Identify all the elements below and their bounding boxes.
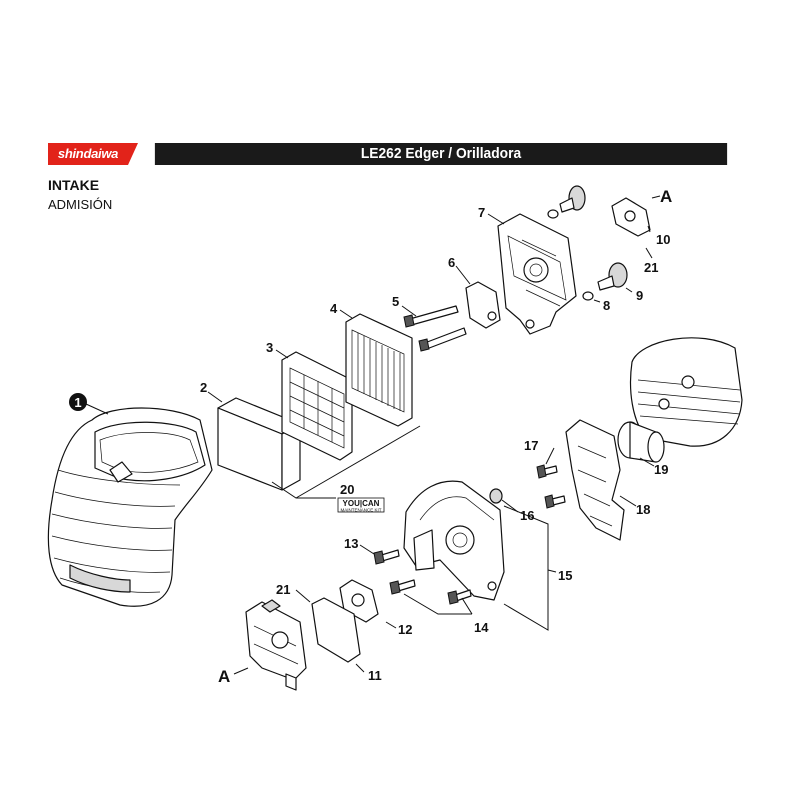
part-1-air-cleaner-cover[interactable] bbox=[47, 407, 213, 607]
callout-17: 17 bbox=[524, 438, 538, 453]
callout-19: 19 bbox=[654, 462, 668, 477]
callout-6: 6 bbox=[448, 255, 455, 270]
callout-2: 2 bbox=[200, 380, 207, 395]
callout-3: 3 bbox=[266, 340, 273, 355]
brand-logo: shindaiwa bbox=[48, 143, 138, 165]
part-19-intake-insulator[interactable] bbox=[617, 421, 665, 463]
part-choke-knob-upper[interactable] bbox=[547, 185, 586, 219]
callout-14: 14 bbox=[474, 620, 489, 635]
callout-7: 7 bbox=[478, 205, 485, 220]
callout-9: 9 bbox=[636, 288, 643, 303]
callout-4: 4 bbox=[330, 301, 338, 316]
carburetor bbox=[245, 599, 307, 691]
part-6-gasket[interactable] bbox=[465, 281, 501, 329]
part-14-screws[interactable] bbox=[389, 579, 472, 605]
callout-11: 11 bbox=[368, 668, 382, 683]
reference-a-bottom: A bbox=[218, 667, 230, 686]
reference-a-top: A bbox=[660, 187, 672, 206]
engine-cylinder bbox=[629, 337, 743, 447]
callout-5: 5 bbox=[392, 294, 399, 309]
leader-lines bbox=[85, 195, 661, 675]
callout-21-bottom: 21 bbox=[276, 582, 290, 597]
section-subtitle: ADMISIÓN bbox=[48, 197, 113, 212]
callout-1: 1 bbox=[74, 395, 81, 410]
part-8-washer[interactable] bbox=[582, 291, 594, 301]
callout-15: 15 bbox=[558, 568, 572, 583]
part-15-air-cleaner-base[interactable] bbox=[403, 480, 505, 601]
callout-16: 16 bbox=[520, 508, 534, 523]
maintenance-kit-badge: YOU|CAN MAINTENANCE KIT bbox=[337, 497, 385, 513]
part-7-back-plate[interactable] bbox=[497, 213, 577, 335]
part-3-filter-frame[interactable] bbox=[281, 351, 353, 461]
callout-10: 10 bbox=[656, 232, 670, 247]
callout-18: 18 bbox=[636, 502, 650, 517]
part-16-seal[interactable] bbox=[489, 488, 503, 504]
part-9-knob[interactable] bbox=[597, 262, 628, 291]
part-17-screws[interactable] bbox=[536, 464, 566, 509]
callout-12: 12 bbox=[398, 622, 412, 637]
part-13-screw[interactable] bbox=[373, 549, 400, 565]
part-5-bolts[interactable] bbox=[403, 305, 467, 352]
callout-13: 13 bbox=[344, 536, 358, 551]
part-10-gasket-plate[interactable] bbox=[611, 197, 651, 237]
maintenance-kit-line2: MAINTENANCE KIT bbox=[340, 508, 381, 513]
header-bar: shindaiwa LE262 Edger / Orilladora bbox=[48, 143, 752, 165]
callout-21-top: 21 bbox=[644, 260, 658, 275]
maintenance-kit-line1: YOU|CAN bbox=[343, 499, 380, 508]
callout-labels: 1 2 3 4 5 6 7 8 9 10 21 A 17 19 18 16 15… bbox=[69, 187, 672, 686]
section-title: INTAKE bbox=[48, 177, 100, 193]
page-title: LE262 Edger / Orilladora bbox=[154, 143, 728, 165]
part-18-intake-plate[interactable] bbox=[565, 419, 625, 541]
part-2-pre-filter[interactable] bbox=[217, 397, 301, 491]
callout-8: 8 bbox=[603, 298, 610, 313]
callout-1-badge bbox=[69, 393, 87, 411]
part-4-pleated-element[interactable] bbox=[345, 313, 413, 427]
part-11-gasket[interactable] bbox=[311, 597, 361, 663]
callout-20: 20 bbox=[340, 482, 354, 497]
